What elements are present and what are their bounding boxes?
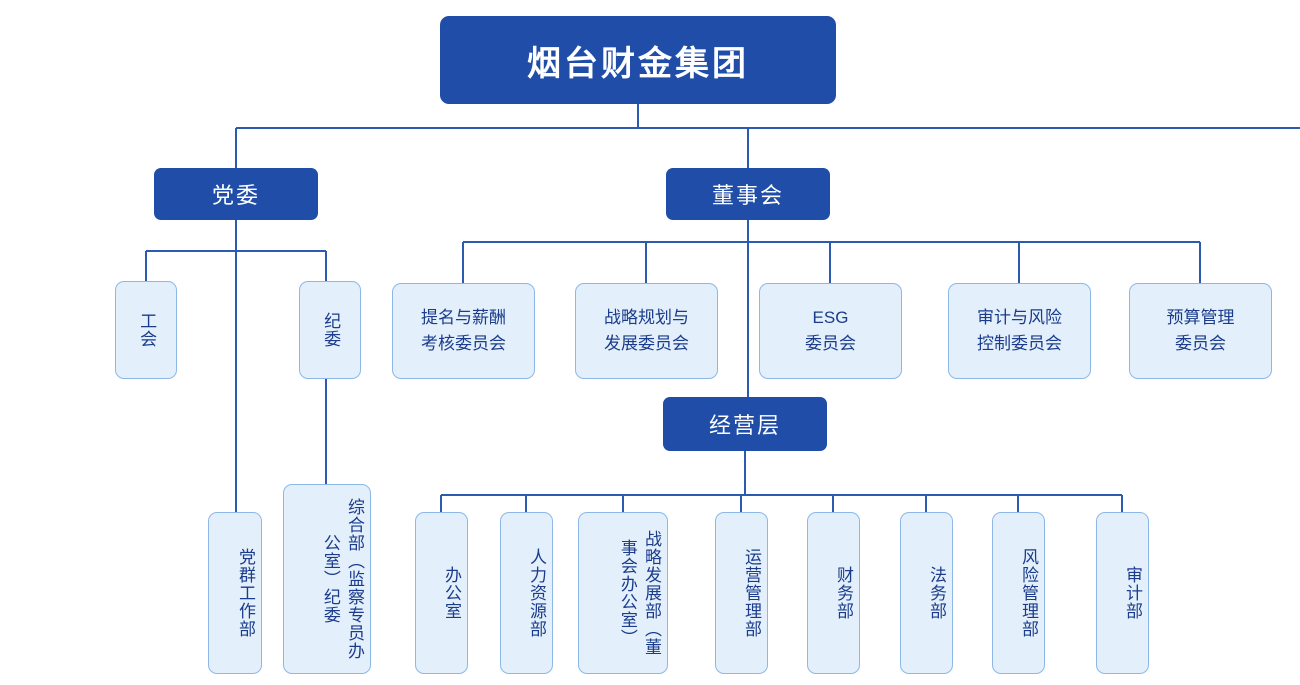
- node-dept-operations-management-label: 运营管理部: [742, 548, 761, 638]
- node-committee-budget-management[interactable]: 预算管理 委员会: [1129, 283, 1272, 379]
- node-committee-esg[interactable]: ESG 委员会: [759, 283, 902, 379]
- committee-line-1: 战略规划与: [604, 307, 689, 327]
- node-dept-legal-affairs-label: 法务部: [927, 566, 946, 620]
- node-labor-union-label: 工会: [137, 312, 157, 348]
- node-party-committee[interactable]: 党委: [154, 168, 318, 220]
- node-discipline-committee-label: 纪委: [321, 312, 341, 348]
- node-dept-human-resources-label: 人力资源部: [527, 548, 546, 638]
- node-dept-finance[interactable]: 财务部: [807, 512, 860, 674]
- committee-line-2: 考核委员会: [421, 334, 506, 353]
- node-dept-office[interactable]: 办公室: [415, 512, 468, 674]
- node-party-mass-work-department-label: 党群工作部: [236, 548, 255, 638]
- node-root[interactable]: 烟台财金集团: [440, 16, 836, 104]
- committee-line-2: 控制委员会: [977, 334, 1062, 353]
- node-dept-risk-management-label: 风险管理部: [1019, 548, 1038, 638]
- node-dept-legal-affairs[interactable]: 法务部: [900, 512, 953, 674]
- node-committee-strategy-development[interactable]: 战略规划与 发展委员会: [575, 283, 718, 379]
- node-labor-union[interactable]: 工会: [115, 281, 177, 379]
- node-dept-office-label: 办公室: [442, 566, 461, 620]
- node-management-level[interactable]: 经营层: [663, 397, 827, 451]
- node-dept-audit-label: 审计部: [1123, 566, 1142, 620]
- node-committee-nomination-compensation[interactable]: 提名与薪酬 考核委员会: [392, 283, 535, 379]
- node-dept-operations-management[interactable]: 运营管理部: [715, 512, 768, 674]
- node-dept-strategy-development-label: 战略发展部（董事会办公室）: [617, 530, 661, 656]
- node-dept-audit[interactable]: 审计部: [1096, 512, 1149, 674]
- node-dept-finance-label: 财务部: [834, 566, 853, 620]
- node-general-office-discipline-label: 综合部（监察专员办公室）纪委: [320, 498, 364, 660]
- node-discipline-committee[interactable]: 纪委: [299, 281, 361, 379]
- node-dept-human-resources[interactable]: 人力资源部: [500, 512, 553, 674]
- committee-line-1: 预算管理: [1166, 307, 1235, 327]
- node-committee-audit-risk-control[interactable]: 审计与风险 控制委员会: [948, 283, 1091, 379]
- committee-line-2: 委员会: [1175, 334, 1226, 353]
- committee-line-2: 委员会: [805, 334, 856, 353]
- committee-line-2: 发展委员会: [604, 334, 689, 353]
- node-dept-risk-management[interactable]: 风险管理部: [992, 512, 1045, 674]
- node-party-mass-work-department[interactable]: 党群工作部: [208, 512, 262, 674]
- committee-line-1: ESG: [812, 307, 849, 327]
- node-dept-strategy-development[interactable]: 战略发展部（董事会办公室）: [578, 512, 668, 674]
- node-board-of-directors[interactable]: 董事会: [666, 168, 830, 220]
- node-general-office-discipline[interactable]: 综合部（监察专员办公室）纪委: [283, 484, 371, 674]
- committee-line-1: 审计与风险: [977, 307, 1062, 327]
- committee-line-1: 提名与薪酬: [421, 307, 506, 327]
